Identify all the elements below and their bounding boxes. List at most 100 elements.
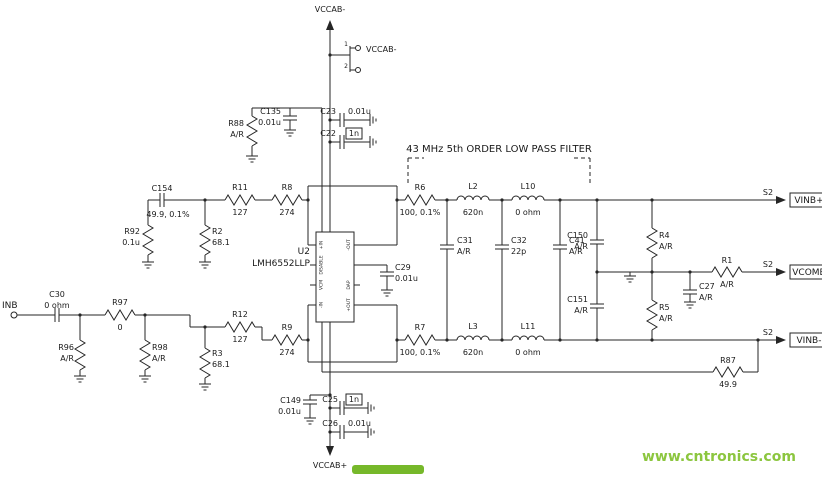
ic-pin-disable-label: DISABLE <box>319 255 325 274</box>
ic-pin-inn-label: -IN <box>319 302 325 308</box>
r6-resistor-symbol <box>404 194 436 206</box>
l10-value: 0 ohm <box>515 208 541 217</box>
r12-value: 127 <box>232 335 247 344</box>
c29-ref: C29 <box>395 263 411 272</box>
junction <box>328 118 332 122</box>
r88-resistor-symbol <box>246 115 258 147</box>
c150-capacitor-symbol <box>589 239 605 245</box>
c154-ref: C154 <box>152 184 173 193</box>
wires <box>17 30 776 446</box>
c27-capacitor-symbol <box>682 289 698 295</box>
r87-ref: R87 <box>720 356 736 365</box>
junction <box>328 140 332 144</box>
top-decoupling-wires <box>251 107 370 232</box>
r2-resistor-symbol <box>199 224 211 256</box>
c150-ref: C150 <box>567 231 588 240</box>
r98-resistor-symbol <box>139 339 151 371</box>
r9-ref: R9 <box>282 323 293 332</box>
ic-body <box>315 231 355 323</box>
r87-resistor-symbol <box>712 366 744 378</box>
inb-port-label: INB <box>2 301 18 311</box>
vinb-minus-s2-label: S2 <box>763 328 773 337</box>
watermark-text: www.cntronics.com <box>642 449 796 465</box>
r1-value: A/R <box>720 280 734 289</box>
l2-inductor-symbol <box>456 195 490 201</box>
junction <box>500 198 504 202</box>
r1-resistor-symbol <box>711 266 743 278</box>
junction <box>500 338 504 342</box>
junction <box>395 198 399 202</box>
ground-icon <box>245 155 259 163</box>
r6-ref: R6 <box>415 183 426 192</box>
c154-capacitor-symbol <box>159 192 165 208</box>
r7-resistor-symbol <box>404 334 436 346</box>
vinb-plus-port-box <box>789 192 822 208</box>
l2-value: 620n <box>463 208 483 217</box>
c22-capacitor-symbol <box>339 134 345 150</box>
ic-pin-dap-label: DAP <box>346 280 352 289</box>
junction <box>688 270 692 274</box>
ground-icon <box>623 275 637 283</box>
c26-ref: C26 <box>322 419 338 428</box>
ic-ref-label: U2 <box>298 247 310 257</box>
vcc-connector-label: VCCAB- <box>366 45 397 54</box>
r5-value: A/R <box>659 314 673 323</box>
r9-value: 274 <box>279 348 294 357</box>
vcomb-port-arrow-icon <box>776 268 786 276</box>
c27-ref: C27 <box>699 282 715 291</box>
junction <box>203 198 207 202</box>
output-network-wires <box>321 200 776 373</box>
ground-icon <box>369 113 377 127</box>
l3-ref: L3 <box>468 322 478 331</box>
c23-ref: C23 <box>320 107 336 116</box>
r7-value: 100, 0.1% <box>400 348 441 357</box>
ground-icon <box>73 375 87 383</box>
ground-icon <box>141 261 155 269</box>
amplifier-ic: U2 LMH6552LLP +IN DISABLE VCM -IN -OUT D… <box>252 231 355 323</box>
c30-ref: C30 <box>49 290 65 299</box>
ic-pin-inp-label: +IN <box>319 241 325 249</box>
c29-value: 0.01u <box>395 274 418 283</box>
l2-ref: L2 <box>468 182 478 191</box>
vinb-minus-port-label: VINB- <box>797 336 822 346</box>
vinb-minus-port-box <box>789 332 822 348</box>
c22-value: 1n <box>349 129 359 138</box>
vcc-connector-pin1-label: 1 <box>344 41 348 48</box>
vcc-connector-pin2-label: 2 <box>344 63 348 70</box>
junction <box>306 198 310 202</box>
junction <box>78 313 82 317</box>
r98-ref: R98 <box>152 343 168 352</box>
r96-value: A/R <box>60 354 74 363</box>
r98-value: A/R <box>152 354 166 363</box>
junction <box>445 198 449 202</box>
ic-part-label: LMH6552LLP <box>252 259 310 269</box>
r12-resistor-symbol <box>224 321 256 333</box>
junction <box>395 338 399 342</box>
r92-ref: R92 <box>124 227 140 236</box>
c25-value: 1n <box>349 395 359 404</box>
c151-value: A/R <box>574 306 588 315</box>
c25-capacitor-symbol <box>339 400 345 416</box>
r97-resistor-symbol <box>104 309 136 321</box>
junction <box>445 338 449 342</box>
r1-ref: R1 <box>722 256 733 265</box>
r3-resistor-symbol <box>199 347 211 379</box>
l3-value: 620n <box>463 348 483 357</box>
ports: INB S2 VINB+ S2 VCOMB S2 VINB- <box>2 188 822 348</box>
l11-ref: L11 <box>521 322 536 331</box>
vcc-top-label: VCCAB- <box>315 5 346 14</box>
c32-value: 22p <box>511 247 526 256</box>
c29-capacitor-symbol <box>379 271 395 277</box>
r6-value: 100, 0.1% <box>400 208 441 217</box>
c23-value: 0.01u <box>348 107 371 116</box>
c22-ref: C22 <box>320 129 336 138</box>
junction <box>595 338 599 342</box>
c135-value: 0.01u <box>258 118 281 127</box>
component-labels: C23 0.01u C22 1n R88 A/R C135 0.01u R92 … <box>44 107 737 428</box>
l10-inductor-symbol <box>511 195 545 201</box>
vcc-bottom-label: VCCAB+ <box>313 461 347 470</box>
r4-resistor-symbol <box>646 227 658 259</box>
r5-resistor-symbol <box>646 299 658 331</box>
junction <box>595 198 599 202</box>
